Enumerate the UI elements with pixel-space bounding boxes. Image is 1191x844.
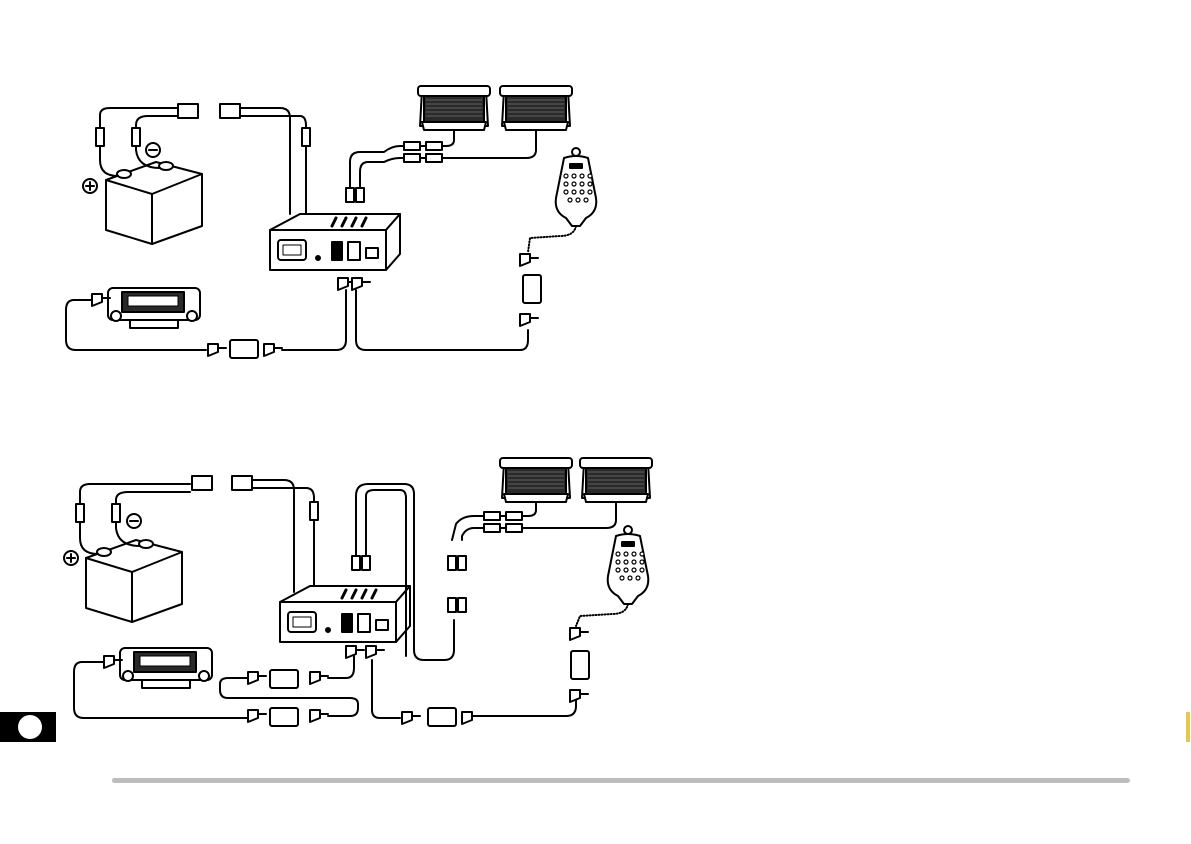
- power-connector: [192, 476, 212, 490]
- dc-cable: [240, 116, 306, 214]
- mic-cable: [356, 290, 528, 350]
- fuse-holder: [96, 128, 104, 146]
- mic-coil-cord: [528, 226, 576, 252]
- panel-cable: [282, 290, 346, 350]
- dc-cable: [252, 488, 314, 592]
- coupler-icon: [428, 708, 456, 726]
- modular-plug: [366, 646, 384, 658]
- power-connector: [178, 104, 198, 118]
- microphone-icon: [556, 148, 597, 226]
- front-panel-icon: [120, 648, 212, 688]
- minus-terminal-icon: [127, 514, 141, 528]
- coupler-icon: [270, 670, 298, 688]
- modular-plug: [520, 314, 538, 326]
- coupler-icon: [230, 340, 258, 358]
- fuse-holder: [132, 128, 140, 146]
- fuse-holder: [76, 504, 84, 522]
- speaker-cable: [350, 130, 454, 198]
- microphone-icon: [608, 526, 649, 604]
- modular-plug: [248, 710, 266, 722]
- speaker-icon: [500, 458, 572, 502]
- fuse-holder: [310, 502, 318, 520]
- transceiver-icon: [280, 586, 410, 642]
- power-connector: [220, 104, 240, 118]
- modular-plug: [570, 690, 588, 702]
- page-edge-mark: [1186, 712, 1190, 742]
- modular-plug: [462, 712, 480, 724]
- modular-plug: [248, 672, 266, 684]
- modular-plug: [520, 254, 538, 266]
- dc-cable: [252, 480, 294, 592]
- transceiver-icon: [270, 214, 400, 270]
- mic-cable: [372, 660, 400, 718]
- battery-icon: [86, 540, 182, 622]
- modular-plug: [570, 628, 588, 640]
- mic-cable: [480, 700, 576, 716]
- power-lead-negative: [136, 116, 180, 168]
- figure-2: [64, 458, 652, 726]
- dc-cable: [240, 108, 290, 214]
- fuse-holder: [302, 128, 310, 146]
- fuse-holder: [112, 504, 120, 522]
- panel-cable: [328, 656, 354, 678]
- speaker-icon: [500, 86, 572, 130]
- front-panel-icon: [108, 288, 200, 328]
- minus-terminal-icon: [146, 143, 160, 157]
- plus-terminal-icon: [64, 551, 78, 565]
- speaker-cable: [360, 130, 536, 198]
- power-connector: [232, 476, 252, 490]
- modular-plug: [264, 344, 282, 356]
- coupler-icon: [270, 708, 298, 726]
- modular-plug: [402, 712, 420, 724]
- speaker-icon: [418, 86, 490, 130]
- chapter-tab-dot: [18, 715, 42, 739]
- plus-terminal-icon: [83, 179, 97, 193]
- battery-icon: [106, 162, 202, 244]
- coupler-icon: [523, 275, 541, 303]
- figure-1: [66, 86, 596, 358]
- modular-plug: [310, 710, 328, 722]
- coupler-icon: [571, 651, 589, 679]
- modular-plug: [310, 672, 328, 684]
- footer-rule: [112, 778, 1130, 783]
- modular-plug: [352, 278, 370, 290]
- speaker-icon: [580, 458, 652, 502]
- modular-plug: [208, 344, 226, 356]
- chapter-tab: [0, 712, 56, 742]
- mic-coil-cord: [576, 604, 628, 626]
